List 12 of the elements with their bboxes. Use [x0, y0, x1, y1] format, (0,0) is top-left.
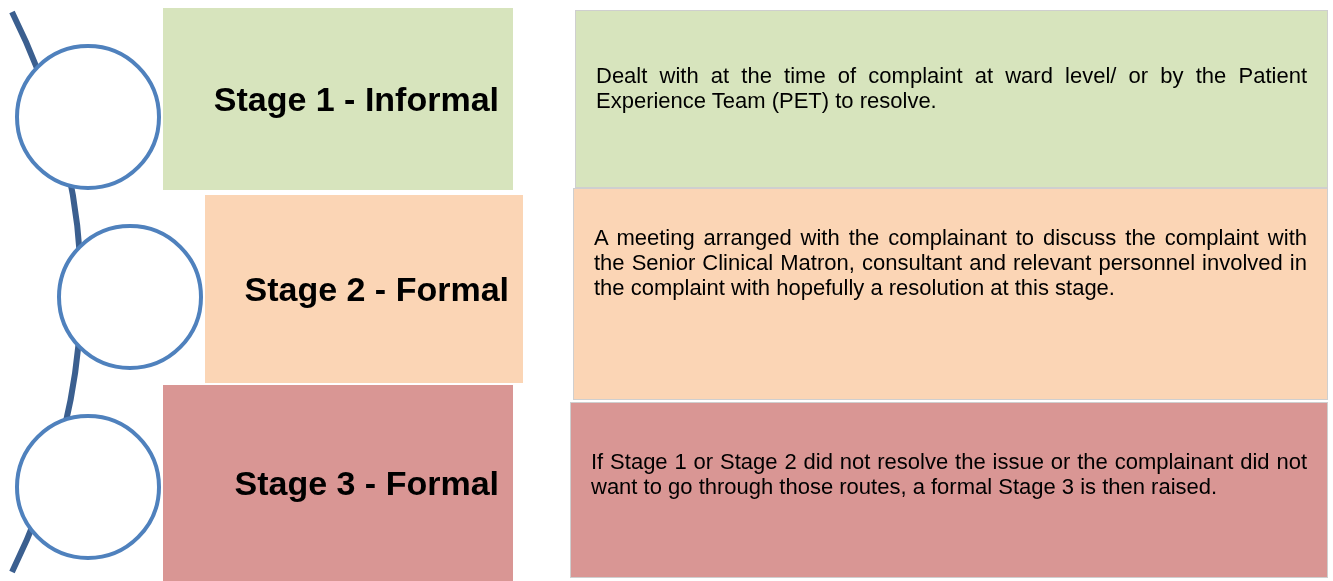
- stage-title: Stage 2 - Formal: [244, 269, 509, 309]
- description-text: Dealt with at the time of complaint at ward level/ or by the Patient Experience Team (PET) to resolve.: [596, 63, 1307, 113]
- description-text: If Stage 1 or Stage 2 did not resolve the issue or the complainant did not want to go through those routes, a formal Stage 3 is then raised.: [591, 449, 1307, 499]
- stage-title: Stage 3 - Formal: [234, 463, 499, 503]
- description-box: [570, 402, 1328, 578]
- stage-band: [163, 385, 513, 581]
- description-box: [573, 188, 1328, 400]
- description-text: A meeting arranged with the complainant to discuss the complaint with the Senior Clinical Matron, consultant and relevant personnel involved in the complaint with hopefully a resolution at this stage.: [594, 225, 1307, 300]
- stage-band: [163, 8, 513, 190]
- stage-title: Stage 1 - Informal: [213, 79, 499, 119]
- stage-band: [205, 195, 523, 383]
- description-box: [575, 10, 1328, 188]
